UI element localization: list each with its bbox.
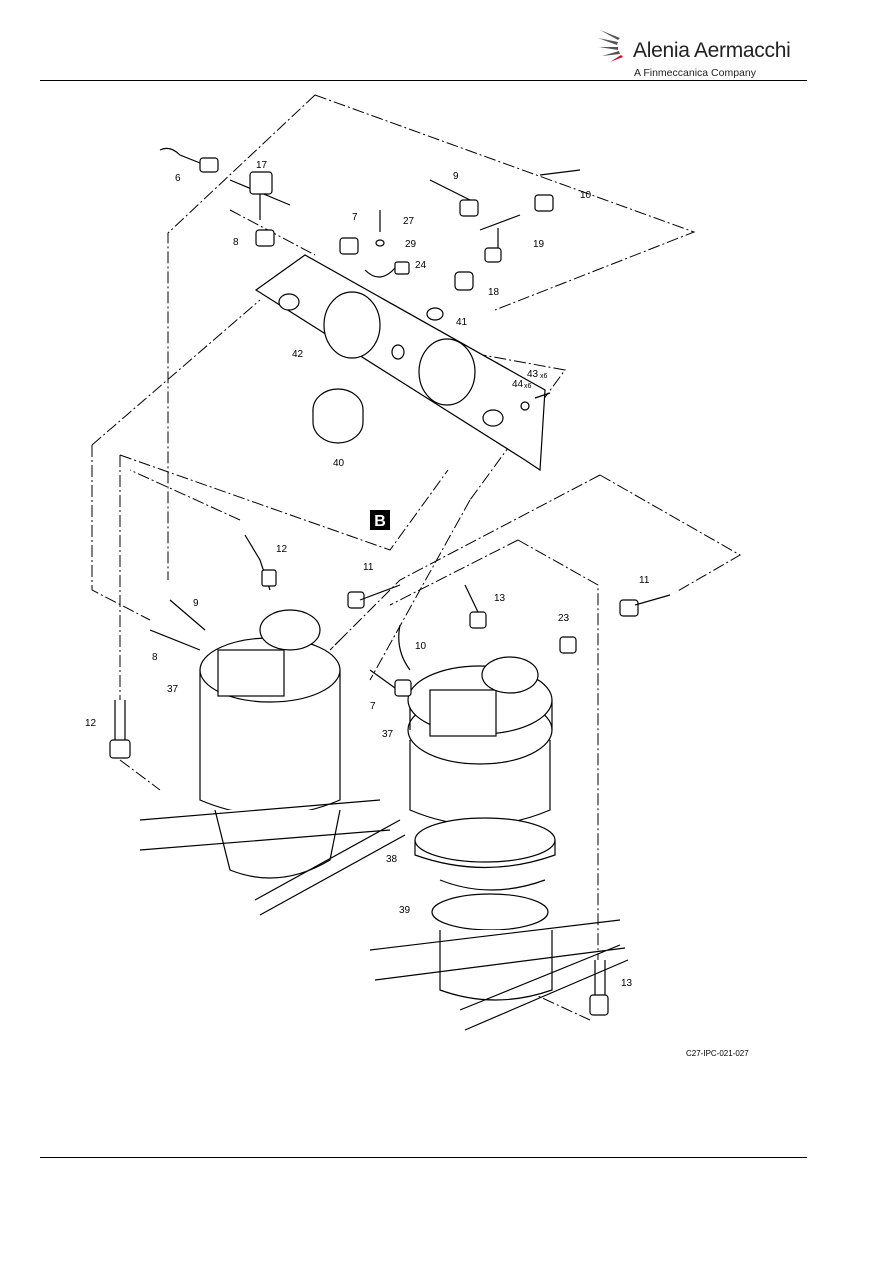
callout-40: 40 <box>333 458 345 469</box>
callout-39: 39 <box>399 905 411 916</box>
callout-44-qty: x6 <box>524 383 532 390</box>
callout-12: 12 <box>85 718 97 729</box>
header-rule <box>40 80 807 81</box>
callout-29: 29 <box>405 239 417 250</box>
company-logo: Alenia Aermacchi A Finmeccanica Company <box>596 22 796 82</box>
callout-labels: 6 17 9 10 7 27 29 8 19 24 18 41 42 43 x6… <box>85 160 650 989</box>
callout-6: 6 <box>175 173 181 184</box>
view-letter: B <box>374 513 386 530</box>
callout-37: 37 <box>167 684 179 695</box>
view-letter-box <box>370 510 390 530</box>
callout-8: 8 <box>233 237 239 248</box>
callout-13: 13 <box>494 593 506 604</box>
callout-10: 10 <box>580 190 592 201</box>
callout-8: 8 <box>152 652 158 663</box>
callout-13: 13 <box>621 978 633 989</box>
figure-reference: C27-IPC-021-027 <box>686 1049 749 1058</box>
callout-44: 44 <box>512 379 524 390</box>
callout-11: 11 <box>639 575 650 586</box>
company-name: Alenia Aermacchi <box>633 39 791 62</box>
callout-42: 42 <box>292 349 304 360</box>
callout-12: 12 <box>276 544 288 555</box>
callout-19: 19 <box>533 239 545 250</box>
logo-mark-icon <box>598 30 623 62</box>
callout-7: 7 <box>352 212 358 223</box>
callout-9: 9 <box>453 171 459 182</box>
callout-37: 37 <box>382 729 394 740</box>
callout-18: 18 <box>488 287 500 298</box>
callout-10: 10 <box>415 641 427 652</box>
callout-43: 43 <box>527 369 539 380</box>
callout-24: 24 <box>415 260 427 271</box>
callout-41: 41 <box>456 317 468 328</box>
callout-17: 17 <box>256 160 268 171</box>
callout-38: 38 <box>386 854 398 865</box>
callout-23: 23 <box>558 613 570 624</box>
callout-9: 9 <box>193 598 199 609</box>
callout-7: 7 <box>370 701 376 712</box>
callout-27: 27 <box>403 216 415 227</box>
callout-11: 11 <box>363 562 374 573</box>
company-tagline: A Finmeccanica Company <box>634 67 756 79</box>
footer-rule <box>40 1157 807 1158</box>
callout-43-qty: x6 <box>540 373 548 380</box>
